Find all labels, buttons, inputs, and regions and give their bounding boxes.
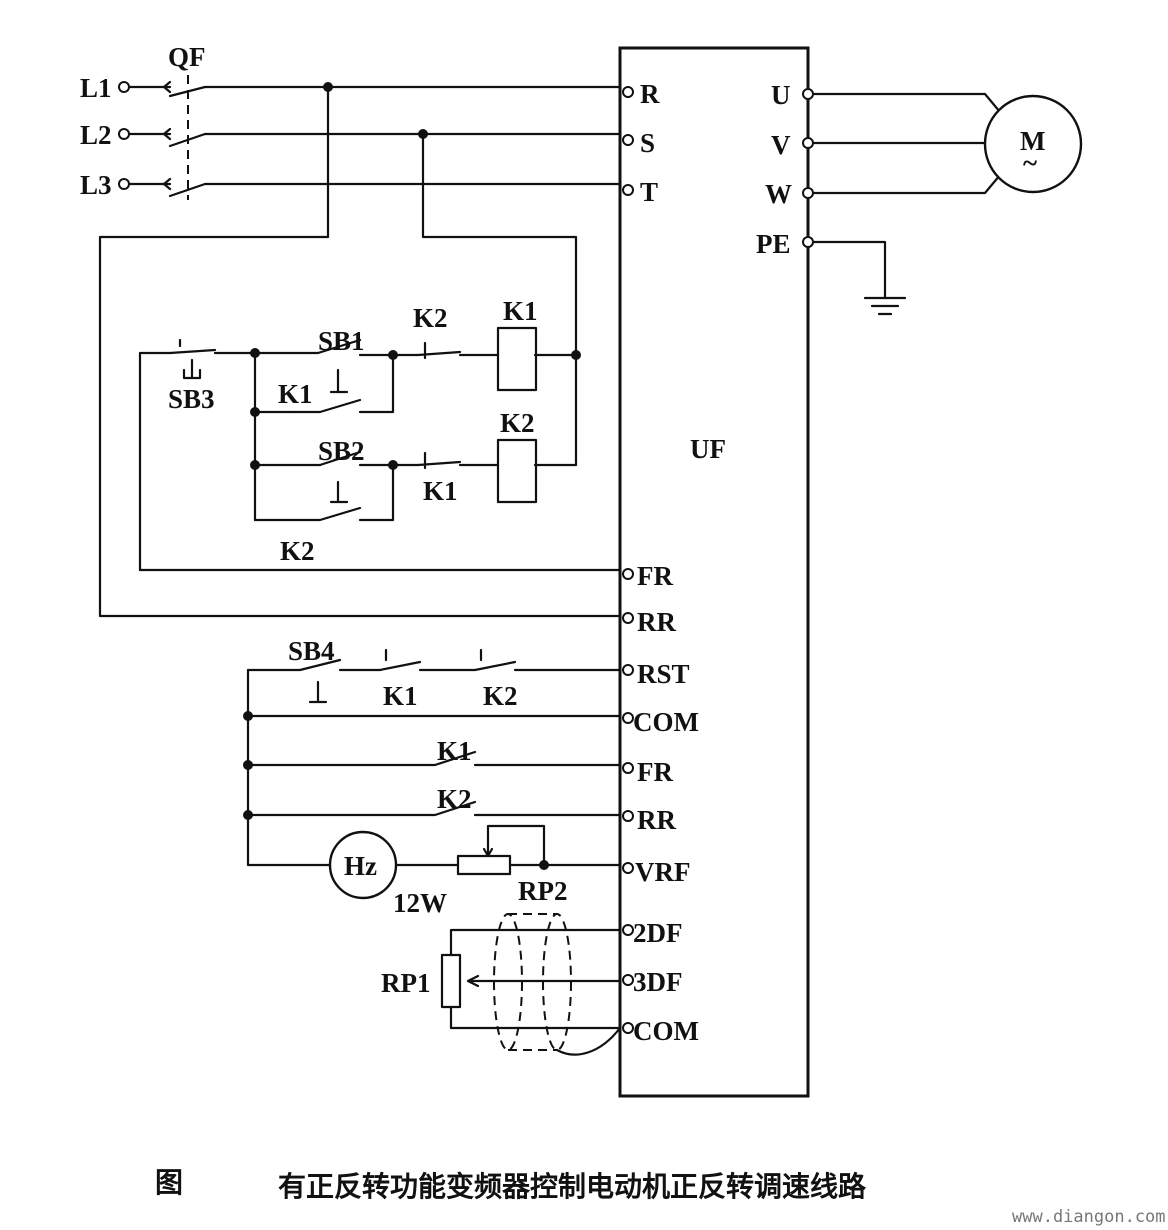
terminal-u: U <box>771 80 791 110</box>
rp1-resistor <box>440 953 462 1009</box>
inverter-label: UF <box>690 434 726 464</box>
k2-hold-label: K2 <box>280 536 315 566</box>
caption-title: 有正反转功能变频器控制电动机正反转调速线路 <box>278 1170 867 1203</box>
sb4-label: SB4 <box>288 636 335 666</box>
terminal-fr2: FR <box>637 757 673 787</box>
terminal-fr1: FR <box>637 561 673 591</box>
terminal-pe: PE <box>756 229 791 259</box>
sb4-k2-label: K2 <box>483 681 518 711</box>
k1-fr-label: K1 <box>437 736 472 766</box>
terminal-2df: 2DF <box>633 918 683 948</box>
terminal-labels: R S T FR RR RST COM FR RR VRF 2DF 3DF CO… <box>633 79 792 1046</box>
qf-label: QF <box>168 42 206 72</box>
sb4-k1-label: K1 <box>383 681 418 711</box>
terminal-com1: COM <box>633 707 699 737</box>
k2-coil <box>496 438 538 504</box>
junction-dots <box>243 82 581 870</box>
inverter-box <box>618 46 810 1098</box>
terminal-control-circuit: SB4 K1 K2 K1 K2 Hz 12W RP2 RP1 <box>246 636 622 1056</box>
terminal-points <box>622 86 814 1034</box>
l3-label: L3 <box>80 170 112 200</box>
motor-label: M <box>1020 126 1045 156</box>
k1-coil-label: K1 <box>503 296 538 326</box>
motor <box>983 94 1083 194</box>
terminal-w: W <box>765 179 792 209</box>
terminal-rst: RST <box>637 659 690 689</box>
caption-fig: 图 <box>155 1166 183 1199</box>
relay-control-circuit: SB3 SB1 K2 K1 K1 SB2 K1 K2 K2 <box>98 85 622 618</box>
meter-rating: 12W <box>393 888 447 918</box>
sb3-label: SB3 <box>168 384 215 414</box>
terminal-vrf: VRF <box>635 857 691 887</box>
terminal-t: T <box>640 177 658 207</box>
watermark: www.diangon.com <box>1012 1207 1166 1227</box>
l2-label: L2 <box>80 120 112 150</box>
k2-coil-label: K2 <box>500 408 535 438</box>
terminal-s: S <box>640 128 655 158</box>
sb2-label: SB2 <box>318 436 365 466</box>
rp1-label: RP1 <box>381 968 431 998</box>
rp2-resistor <box>456 854 512 876</box>
motor-wiring: M ~ <box>806 92 1083 316</box>
k1-coil <box>496 326 538 392</box>
k2-nc-label: K2 <box>413 303 448 333</box>
rp2-label: RP2 <box>518 876 568 906</box>
terminal-com2: COM <box>633 1016 699 1046</box>
sb1-label: SB1 <box>318 326 365 356</box>
terminal-rr2: RR <box>637 805 676 835</box>
terminal-3df: 3DF <box>633 967 683 997</box>
terminal-v: V <box>771 130 791 160</box>
terminal-r: R <box>640 79 660 109</box>
k2-rr-label: K2 <box>437 784 472 814</box>
motor-ac-symbol: ~ <box>1023 148 1037 178</box>
k1-hold-label: K1 <box>278 379 313 409</box>
meter-label: Hz <box>344 851 377 881</box>
k1-nc-label: K1 <box>423 476 458 506</box>
power-input: L1 L2 L3 QF <box>80 42 622 200</box>
terminal-rr1: RR <box>637 607 676 637</box>
l1-label: L1 <box>80 73 112 103</box>
